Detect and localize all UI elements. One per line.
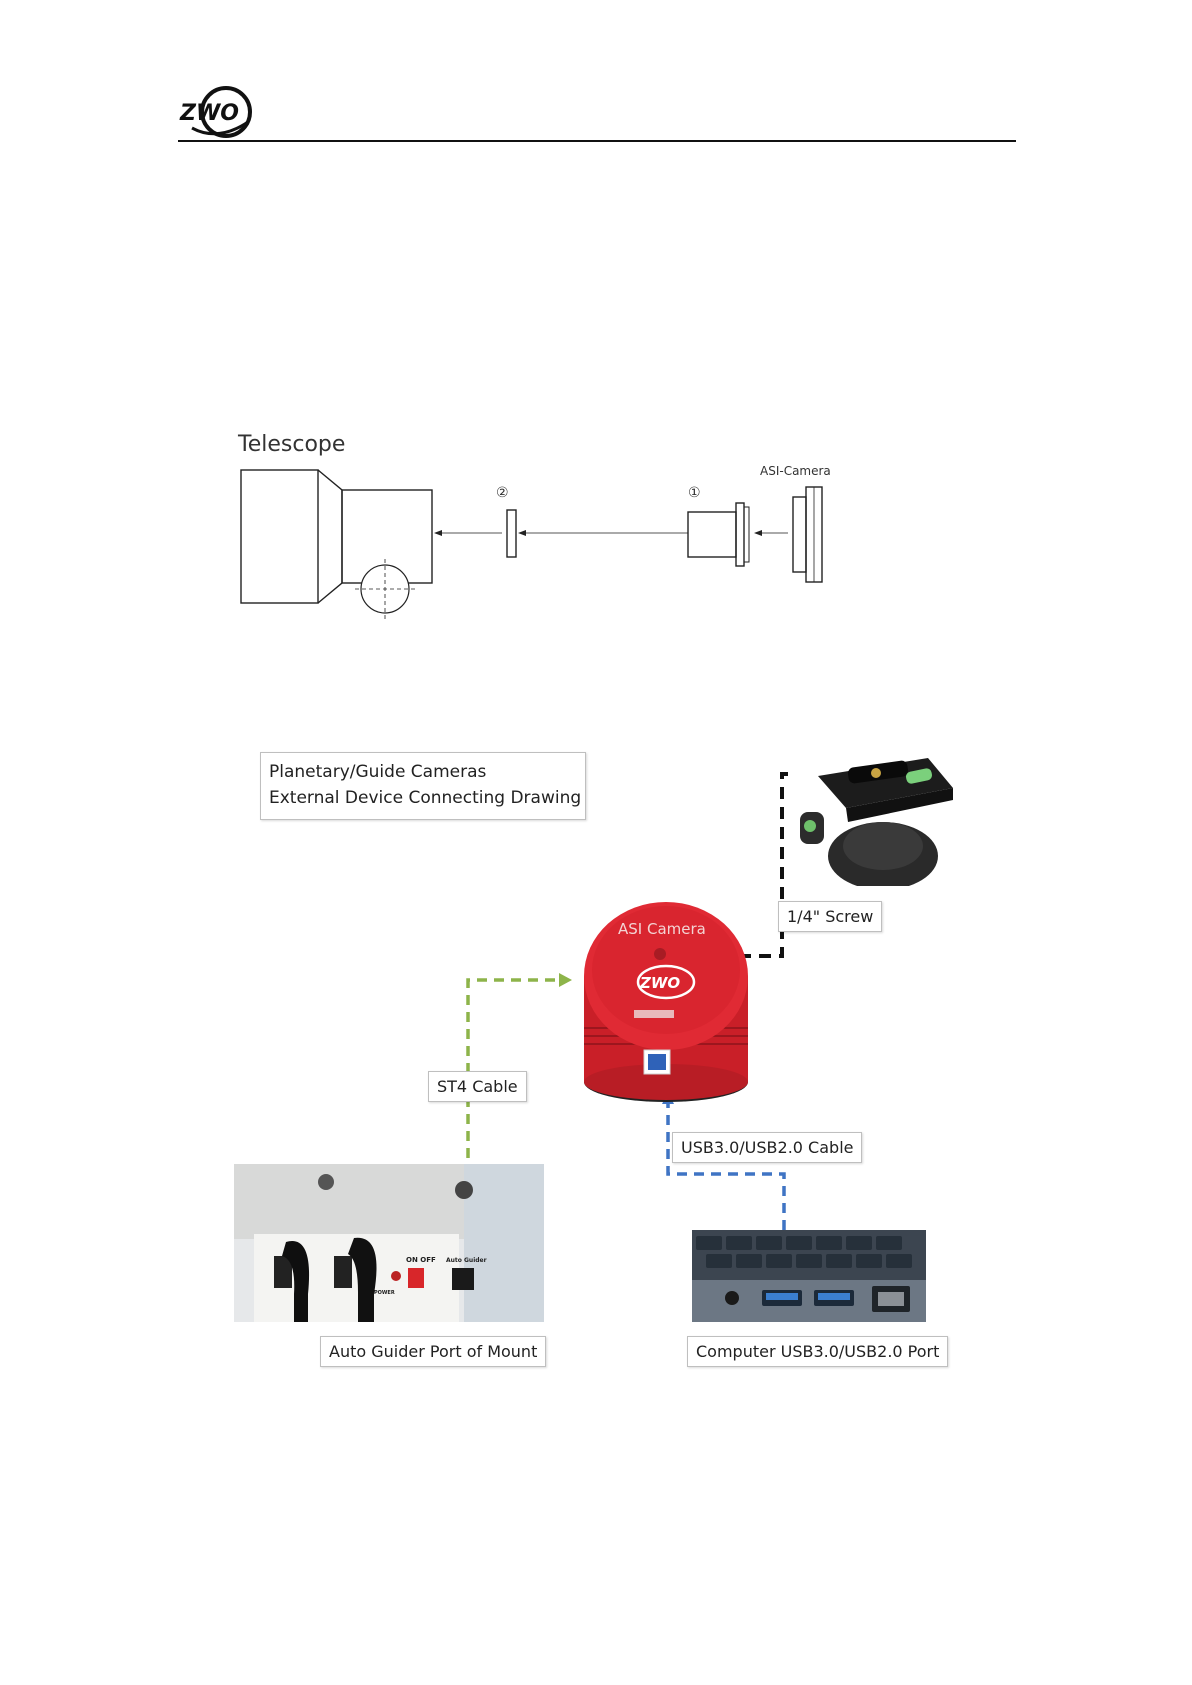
logo-text: ZWO [179, 101, 239, 126]
part-2-label: ② [496, 485, 509, 501]
usb-cable-label: USB3.0/USB2.0 Cable [672, 1132, 862, 1163]
mount-auto-guider-photo: ON OFF Auto Guider POWER [234, 1164, 544, 1322]
zwo-logo: ZWO [178, 84, 258, 140]
mount-power-label: POWER [374, 1290, 395, 1296]
screw-label: 1/4" Screw [778, 901, 882, 932]
computer-usb-port-label: Computer USB3.0/USB2.0 Port [687, 1336, 948, 1367]
title-line-1: Planetary/Guide Cameras [269, 759, 577, 785]
asi-camera-outline [793, 497, 806, 572]
laptop-usb-port-photo [692, 1230, 926, 1322]
auto-guider-port-label: Auto Guider Port of Mount [320, 1336, 546, 1367]
header-rule [178, 140, 1016, 142]
part-1-nosepiece [688, 512, 736, 557]
part-1-label: ① [688, 485, 701, 501]
asi-camera-photo: ASI Camera ZWO [568, 886, 764, 1104]
telescope-tube [241, 470, 318, 603]
st4-cable-label: ST4 Cable [428, 1071, 527, 1102]
title-line-2: External Device Connecting Drawing [269, 785, 577, 811]
telescope-assembly-diagram: Telescope ② ① ASI-Camera [220, 425, 860, 625]
camera-logo: ZWO [639, 974, 680, 992]
part-2-adapter [507, 510, 516, 557]
mount-auto-guider-label: Auto Guider [446, 1257, 487, 1264]
tripod-head-photo [788, 746, 953, 886]
camera-label: ASI-Camera [760, 464, 831, 478]
camera-text: ASI Camera [618, 920, 706, 938]
connection-drawing-title: Planetary/Guide Cameras External Device … [260, 752, 586, 820]
mount-on-off-label: ON OFF [406, 1256, 436, 1264]
telescope-label: Telescope [237, 432, 345, 457]
